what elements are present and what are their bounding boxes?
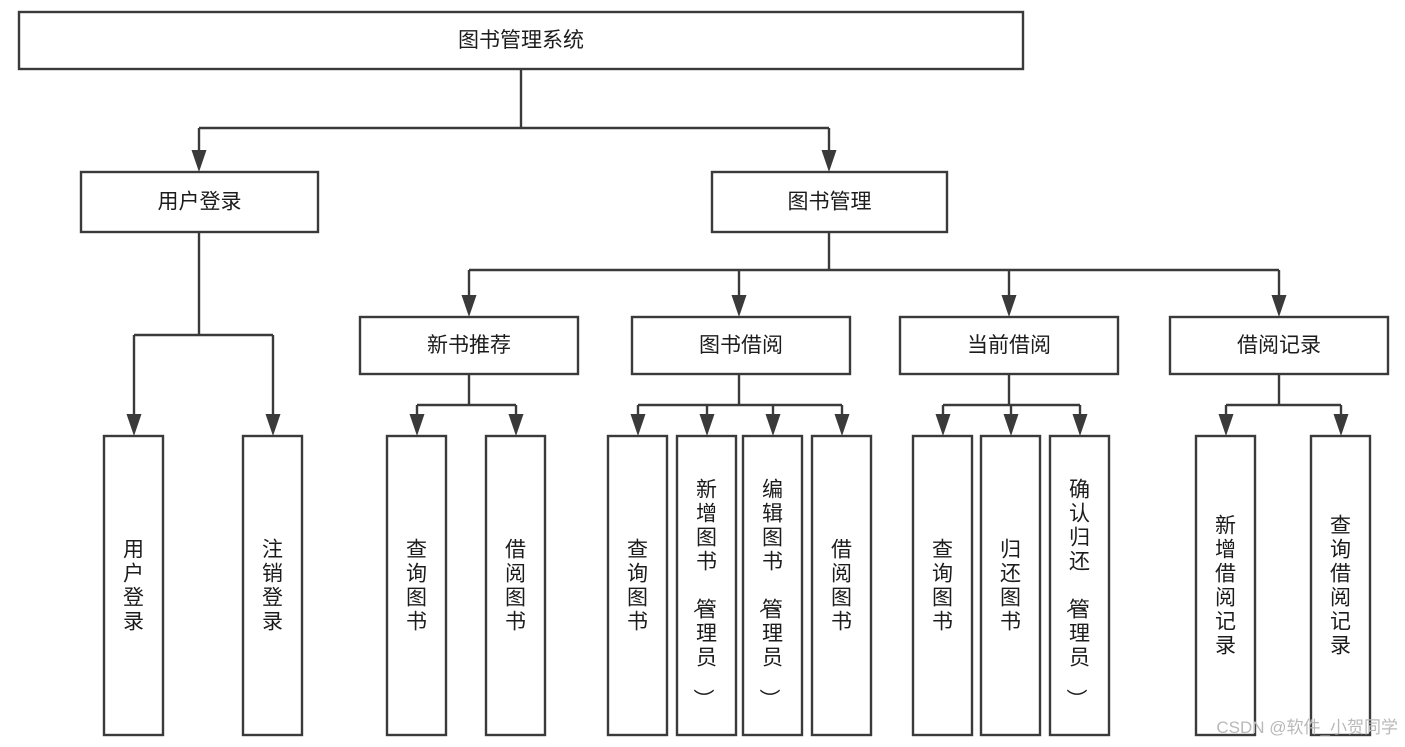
node-label-leaf-add-book: 新增图书（管理员） [691,479,717,710]
node-label-leaf-query-book-borrow: 查询图书 [627,539,648,634]
node-box-book-management[interactable] [710,170,949,234]
arrow-to-level3-2 [1001,295,1017,317]
node-label-new-book-recommend: 新书推荐 [427,334,511,357]
node-box-leaf-confirm-return[interactable] [1048,434,1111,737]
node-leaf-logout[interactable]: 注销登录 [241,434,304,737]
node-label-root: 图书管理系统 [458,29,584,52]
arrow-to-leaf-0-1 [508,414,524,436]
arrow-to-leaf-3-0 [1218,414,1234,436]
node-label-book-management: 图书管理 [788,191,872,214]
connector-layer [126,69,1349,436]
node-label-leaf-user-login: 用户登录 [123,539,144,634]
node-leaf-return-book[interactable]: 归还图书 [979,434,1042,737]
node-label-current-borrow: 当前借阅 [967,334,1051,357]
arrow-to-user-login-leaf-1 [265,414,281,436]
node-book-borrow[interactable]: 图书借阅 [630,315,852,376]
node-box-leaf-return-book[interactable] [979,434,1042,737]
arrow-to-leaf-1-2 [765,414,781,436]
node-box-user-login[interactable] [79,170,320,234]
node-box-leaf-add-book[interactable] [675,434,738,737]
node-leaf-user-login[interactable]: 用户登录 [102,434,165,737]
node-box-leaf-add-record[interactable] [1194,434,1257,737]
node-box-book-borrow[interactable] [630,315,852,376]
arrow-to-level2-0 [191,150,207,172]
node-book-management[interactable]: 图书管理 [710,170,949,234]
node-label-leaf-edit-book: 编辑图书（管理员） [757,479,783,710]
node-current-borrow[interactable]: 当前借阅 [898,315,1120,376]
node-label-leaf-borrow-book: 借阅图书 [831,539,852,634]
node-layer: 图书管理系统用户登录图书管理新书推荐图书借阅当前借阅借阅记录用户登录注销登录查询… [17,10,1390,737]
node-label-leaf-query-book-current: 查询图书 [932,539,953,634]
node-box-new-book-recommend[interactable] [358,315,580,376]
node-label-leaf-add-record: 新增借阅记录 [1215,515,1236,658]
node-label-leaf-return-book: 归还图书 [1000,539,1021,634]
arrow-to-leaf-3-1 [1333,414,1349,436]
node-borrow-record[interactable]: 借阅记录 [1168,315,1390,376]
csdn-watermark: CSDN @软件_小贺同学 [1216,718,1398,737]
node-leaf-query-book-current[interactable]: 查询图书 [911,434,974,737]
arrow-to-level2-1 [821,150,837,172]
node-box-leaf-user-login[interactable] [102,434,165,737]
arrow-to-leaf-0-0 [409,414,425,436]
node-box-leaf-edit-book[interactable] [741,434,804,737]
node-root[interactable]: 图书管理系统 [17,10,1025,71]
node-box-leaf-query-book-rec[interactable] [385,434,448,737]
node-leaf-query-book-borrow[interactable]: 查询图书 [606,434,669,737]
arrow-to-leaf-1-3 [834,414,850,436]
node-leaf-confirm-return[interactable]: 确认归还（管理员） [1048,434,1111,737]
node-leaf-query-book-rec[interactable]: 查询图书 [385,434,448,737]
node-label-user-login: 用户登录 [158,191,242,214]
node-label-borrow-record: 借阅记录 [1237,334,1321,357]
node-box-leaf-logout[interactable] [241,434,304,737]
arrow-to-leaf-2-2 [1072,414,1088,436]
node-box-leaf-query-book-borrow[interactable] [606,434,669,737]
node-leaf-add-book[interactable]: 新增图书（管理员） [675,434,738,737]
arrow-to-level3-0 [461,295,477,317]
node-new-book-recommend[interactable]: 新书推荐 [358,315,580,376]
node-user-login[interactable]: 用户登录 [79,170,320,234]
node-box-borrow-record[interactable] [1168,315,1390,376]
node-label-book-borrow: 图书借阅 [699,334,783,357]
arrow-to-leaf-1-0 [630,414,646,436]
node-leaf-borrow-book[interactable]: 借阅图书 [810,434,873,737]
node-leaf-add-record[interactable]: 新增借阅记录 [1194,434,1257,737]
arrow-to-level3-1 [731,295,747,317]
node-label-leaf-logout: 注销登录 [262,539,283,634]
node-label-leaf-confirm-return: 确认归还（管理员） [1064,479,1090,710]
node-leaf-query-record[interactable]: 查询借阅记录 [1309,434,1372,737]
node-leaf-borrow-book-rec[interactable]: 借阅图书 [484,434,547,737]
node-box-root[interactable] [17,10,1025,71]
node-box-leaf-query-record[interactable] [1309,434,1372,737]
node-label-leaf-borrow-book-rec: 借阅图书 [505,539,526,634]
node-box-current-borrow[interactable] [898,315,1120,376]
node-box-leaf-borrow-book-rec[interactable] [484,434,547,737]
arrow-to-user-login-leaf-0 [126,414,142,436]
node-label-leaf-query-book-rec: 查询图书 [406,539,427,634]
arrow-to-level3-3 [1271,295,1287,317]
node-box-leaf-query-book-current[interactable] [911,434,974,737]
node-label-leaf-query-record: 查询借阅记录 [1330,515,1351,658]
arrow-to-leaf-2-0 [935,414,951,436]
arrow-to-leaf-2-1 [1003,414,1019,436]
arrow-to-leaf-1-1 [699,414,715,436]
node-leaf-edit-book[interactable]: 编辑图书（管理员） [741,434,804,737]
node-box-leaf-borrow-book[interactable] [810,434,873,737]
